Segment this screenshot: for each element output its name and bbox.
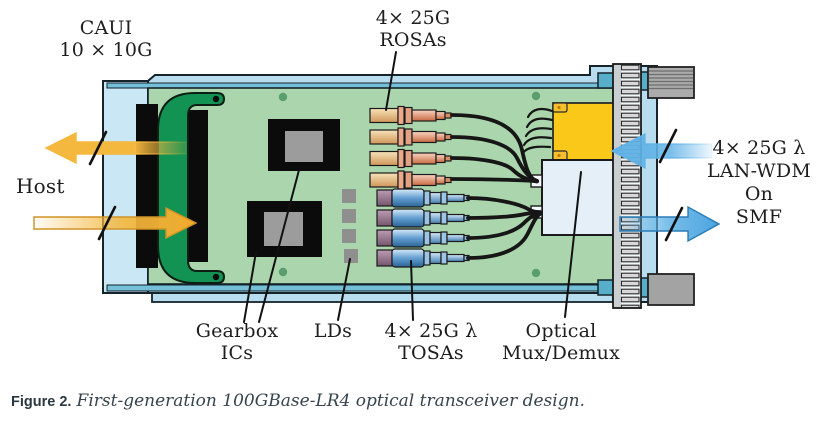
- label-line-side-line2: LAN-WDM: [707, 160, 811, 182]
- label-gearbox: Gearbox ICs: [167, 320, 307, 364]
- label-gearbox-line1: Gearbox: [195, 320, 279, 342]
- label-line-side: 4× 25G λ LAN-WDM On SMF: [696, 137, 822, 229]
- pcb-via: [531, 268, 541, 278]
- demux-block: [552, 102, 618, 161]
- pcb-via: [278, 92, 288, 102]
- ld-chip: [342, 209, 356, 223]
- tosa-1: [376, 188, 470, 208]
- rosa-1: [369, 105, 452, 126]
- label-lds: LDs: [311, 320, 355, 342]
- label-caui-line1: CAUI: [79, 17, 133, 39]
- label-gearbox-line2: ICs: [220, 342, 254, 364]
- rosa-3: [369, 148, 452, 169]
- label-tosas-line1: 4× 25G λ: [384, 320, 478, 342]
- emi-rib-collar: [612, 63, 642, 309]
- ld-array: [342, 189, 358, 263]
- host-rx-arrow: [44, 131, 187, 165]
- label-line-side-line3: On: [744, 183, 774, 205]
- leader-lines: [243, 51, 582, 323]
- latch-top: [647, 66, 695, 99]
- latch-bottom: [647, 273, 695, 306]
- label-rosas-line1: 4× 25G: [375, 7, 451, 29]
- label-mux-line1: Optical: [525, 320, 597, 342]
- pcb-via: [278, 267, 288, 277]
- rosa-2: [369, 127, 452, 147]
- leader-gearbox-2: [258, 169, 300, 323]
- label-mux-line2: Mux/Demux: [501, 342, 621, 364]
- label-line-side-line1: 4× 25G λ: [712, 137, 806, 159]
- housing-rail-bottom: [106, 284, 614, 292]
- label-caui-line2: 10 × 10G: [59, 39, 153, 61]
- fiber-tosa-3: [466, 211, 542, 240]
- demux-bond-wires: [521, 107, 554, 155]
- fiber-rosa-2: [450, 135, 539, 183]
- host-tx-arrow: [33, 206, 198, 240]
- label-rosas: 4× 25G ROSAs: [343, 7, 483, 51]
- pcb-via: [531, 91, 541, 101]
- tosa-2: [376, 208, 470, 228]
- ld-chip: [344, 249, 358, 263]
- fiber-tosa-4: [466, 212, 542, 260]
- label-host: Host: [16, 175, 86, 197]
- label-line-side-line4: SMF: [735, 206, 783, 228]
- label-rosas-line2: ROSAs: [379, 29, 447, 51]
- fiber-routing: [450, 113, 542, 260]
- figure-caption-label: Figure 2.: [11, 394, 72, 410]
- leader-mux: [564, 171, 582, 318]
- tosa-array: [376, 188, 470, 268]
- slash-line-in: [658, 128, 678, 164]
- gearbox-ic-1: [268, 119, 340, 171]
- label-host-line1: Host: [16, 174, 65, 198]
- rosa-array: [369, 105, 452, 190]
- ld-chip: [342, 189, 356, 203]
- leader-gearbox-1: [243, 251, 257, 323]
- figure-caption: Figure 2. First-generation 100GBase-LR4 …: [11, 391, 811, 411]
- optical-mux-demux: [530, 159, 618, 236]
- slash-host-rx: [88, 130, 108, 166]
- ld-chip: [342, 229, 356, 243]
- label-lds-line1: LDs: [313, 320, 353, 342]
- line-in-arrow: [610, 132, 713, 170]
- connector-green-frame: [157, 92, 226, 284]
- label-tosas: 4× 25G λ TOSAs: [361, 320, 501, 364]
- label-caui: CAUI 10 × 10G: [31, 17, 181, 61]
- slash-host-tx: [97, 205, 117, 241]
- label-mux: Optical Mux/Demux: [481, 320, 641, 364]
- line-out-arrow: [619, 205, 721, 243]
- bus-slash-marks: [88, 128, 684, 242]
- slash-line-out: [664, 206, 684, 242]
- fiber-rosa-4: [450, 177, 539, 183]
- rosa-4: [369, 170, 452, 190]
- label-tosas-line2: TOSAs: [398, 342, 464, 364]
- leader-lds: [337, 258, 351, 321]
- leader-rosas: [385, 51, 397, 111]
- figure-caption-text: First-generation 100GBase-LR4 optical tr…: [76, 391, 585, 411]
- leader-tosas: [410, 260, 414, 321]
